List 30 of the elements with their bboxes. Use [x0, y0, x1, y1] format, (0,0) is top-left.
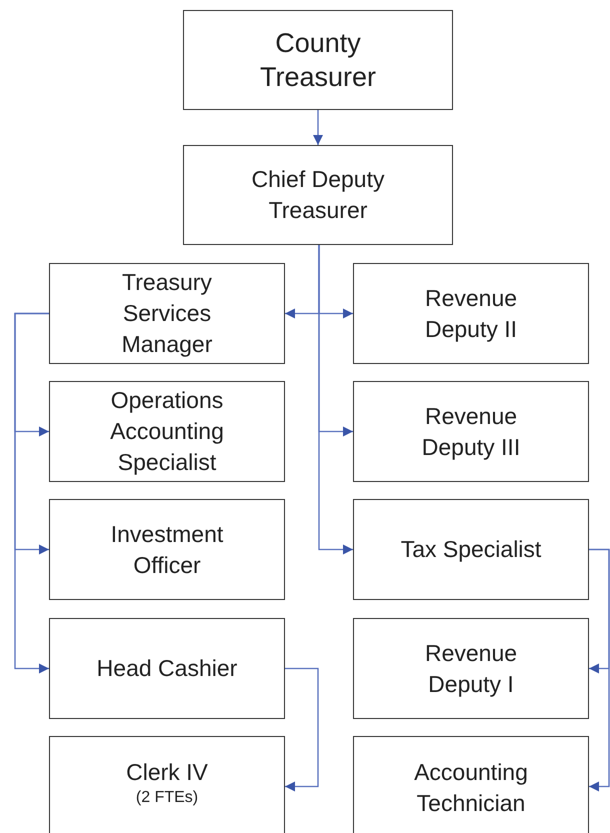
- job-title: Tax Specialist: [400, 535, 542, 564]
- position-box: [353, 381, 589, 482]
- job-title: Clerk IV: [126, 758, 208, 787]
- position-box: [353, 618, 589, 719]
- job-title: Investment Officer: [110, 520, 224, 580]
- staff-count: (2 FTEs): [136, 788, 198, 808]
- job-title: Operations Accounting Specialist: [109, 386, 225, 477]
- job-title: County Treasurer: [258, 27, 378, 94]
- job-title: Revenue Deputy II: [424, 284, 518, 344]
- position-box: [353, 499, 589, 600]
- connector-arrow: [318, 245, 353, 554]
- connector-arrow: [14, 312, 49, 674]
- connector-arrow: [285, 668, 319, 792]
- connector-arrow: [313, 110, 323, 145]
- position-box: [353, 263, 589, 364]
- position-box: [49, 736, 285, 833]
- job-title: Accounting Technician: [413, 758, 529, 818]
- job-title: Chief Deputy Treasurer: [250, 165, 386, 225]
- connector-arrow: [589, 548, 610, 792]
- job-title: Treasury Services Manager: [120, 268, 214, 359]
- position-box: [49, 499, 285, 600]
- job-title: Revenue Deputy I: [424, 638, 518, 699]
- job-title: Head Cashier: [96, 654, 238, 683]
- position-box: [183, 10, 453, 110]
- position-box: [49, 381, 285, 482]
- position-box: [49, 263, 285, 364]
- position-box: [183, 145, 453, 245]
- position-box: [353, 736, 589, 833]
- position-box: [49, 618, 285, 719]
- job-title: Revenue Deputy III: [420, 402, 522, 462]
